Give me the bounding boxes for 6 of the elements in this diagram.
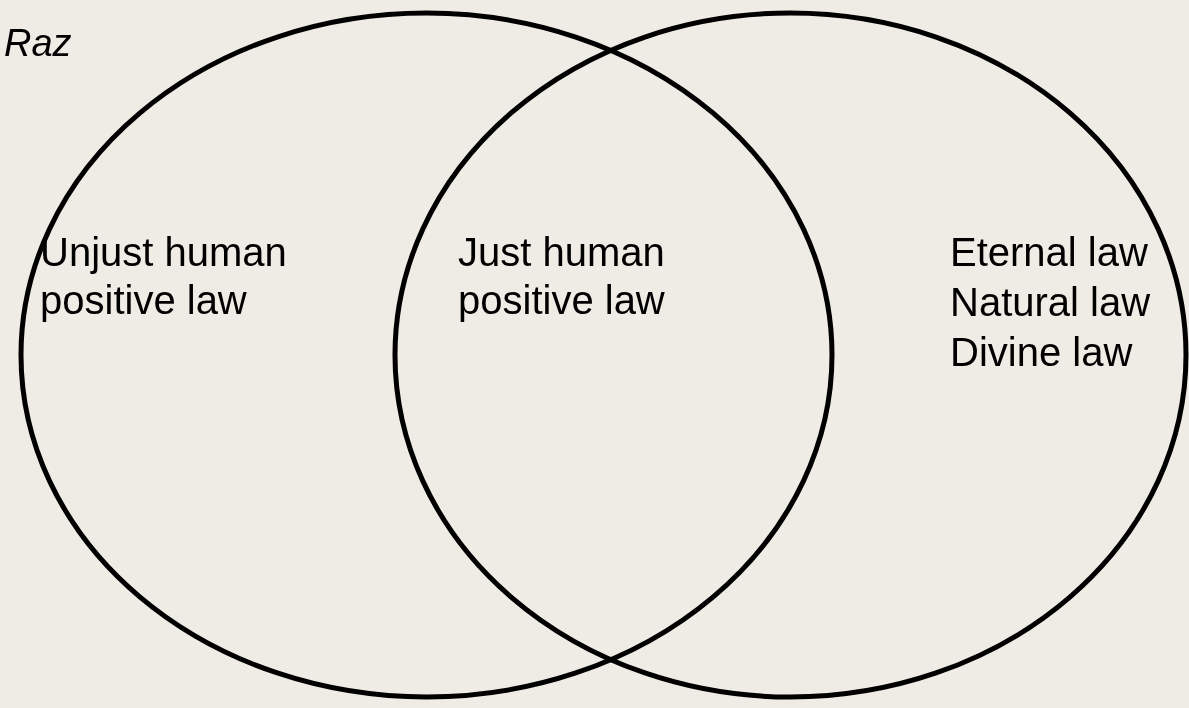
region-label: Eternal law <box>950 229 1148 276</box>
region-label: Unjust human positive law <box>40 229 288 324</box>
region-label: Divine law <box>950 329 1133 376</box>
region-label: Natural law <box>950 279 1151 326</box>
author-name: Raz <box>4 22 72 65</box>
region-label: Just human positive law <box>458 228 748 324</box>
